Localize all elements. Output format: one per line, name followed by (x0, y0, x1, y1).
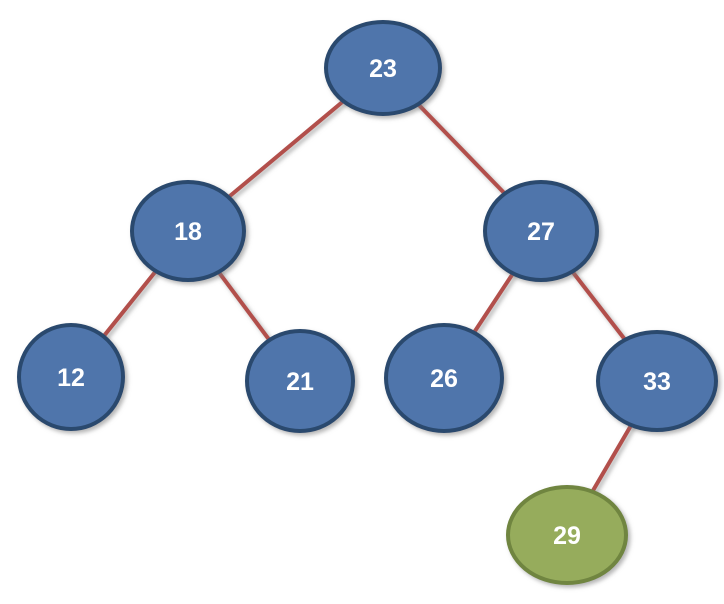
tree-node-33: 33 (596, 330, 718, 432)
node-label: 18 (174, 218, 202, 246)
node-label: 12 (57, 364, 85, 392)
tree-node-21: 21 (245, 329, 355, 433)
tree-node-18: 18 (130, 180, 246, 282)
node-ellipse-blue (17, 323, 125, 431)
tree-edges-layer (69, 66, 659, 537)
node-ellipse-blue (245, 329, 355, 433)
node-label: 23 (369, 55, 397, 83)
tree-node-12: 12 (17, 323, 125, 431)
node-ellipse-blue (324, 20, 442, 116)
tree-nodes-layer: 23 18 27 12 21 26 33 29 (17, 20, 718, 585)
node-ellipse-green (506, 485, 628, 585)
tree-node-23: 23 (324, 20, 442, 116)
node-ellipse-blue (483, 180, 599, 282)
node-label: 27 (527, 218, 555, 246)
tree-node-26: 26 (384, 323, 504, 433)
node-ellipse-blue (596, 330, 718, 432)
node-label: 33 (643, 368, 671, 396)
node-label: 29 (553, 522, 581, 550)
node-ellipse-blue (130, 180, 246, 282)
node-label: 21 (286, 368, 314, 396)
tree-node-29: 29 (506, 485, 628, 585)
node-ellipse-blue (384, 323, 504, 433)
tree-node-27: 27 (483, 180, 599, 282)
node-label: 26 (430, 365, 458, 393)
